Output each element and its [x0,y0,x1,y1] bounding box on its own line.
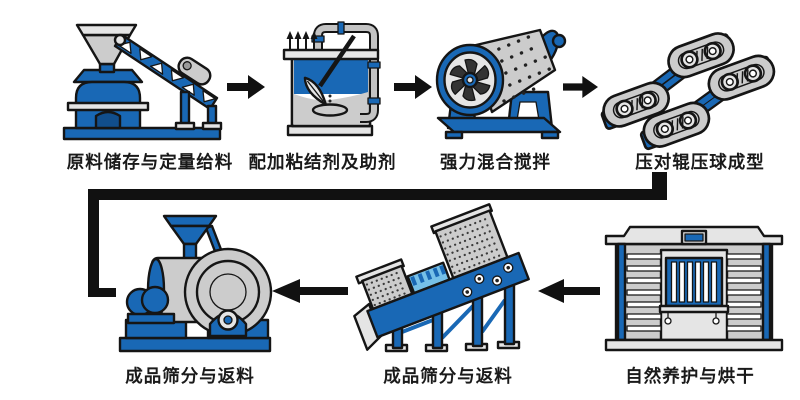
flow-arrow-right-2-icon [394,75,432,99]
binder-mixing-tank-icon [282,21,381,137]
connector-vertical-bar [88,189,99,297]
connector-horizontal-bar [88,189,667,200]
stage-label-roller-briquetting: 压对辊压球成型 [635,152,765,172]
curing-drying-room-icon [604,225,784,352]
rotary-drum-mixer-icon [435,28,567,140]
stage-label-intensive-mixing: 强力混合搅拌 [440,152,551,172]
vent-arrows-icon [286,31,318,50]
fan-blades-icon [449,58,491,102]
stage-label-screening-return: 成品筛分与返料 [383,366,513,386]
stage-label-screening-return-left: 成品筛分与返料 [125,366,255,386]
stage-label-raw-material-feeding: 原料储存与定量给料 [66,152,234,172]
flow-arrow-left-2-icon [538,279,600,303]
ball-mill-icon [118,214,273,353]
flow-arrow-left-1-icon [272,279,348,303]
flow-arrow-right-3-icon [563,75,598,99]
stage-label-binder-dosing: 配加粘结剂及助剂 [248,152,397,172]
stage-label-curing-drying: 自然养护与烘干 [625,366,755,386]
connector-foot-to-ball-mill [88,288,116,297]
double-roller-press-icon [597,27,780,153]
hopper-belt-feeder-icon [62,23,223,141]
flow-arrow-right-1-icon [227,75,265,99]
vibrating-screen-icon [353,203,530,353]
